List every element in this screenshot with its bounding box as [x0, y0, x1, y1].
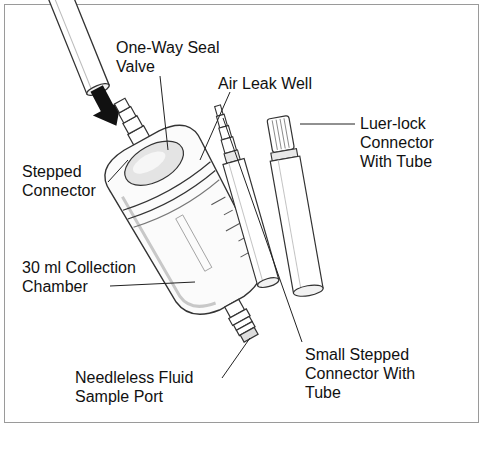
seal-valve — [117, 132, 190, 195]
part-label: Air Leak Well — [218, 74, 312, 93]
part-label: Needleless Fluid Sample Port — [75, 368, 215, 406]
leader-line — [222, 338, 250, 378]
leader-lines — [108, 76, 355, 378]
leader-line — [160, 76, 168, 150]
air-leak-well — [123, 162, 213, 215]
drain-tube — [43, 0, 111, 98]
part-label: Stepped Connector — [22, 162, 114, 200]
part-label: Small Stepped Connector With Tube — [305, 345, 433, 402]
part-label: Luer-lock Connector With Tube — [360, 114, 452, 171]
collection-device — [74, 76, 297, 364]
sample-port — [223, 298, 260, 343]
leader-line — [110, 282, 195, 286]
leader-line — [300, 124, 355, 125]
leader-line — [223, 118, 302, 342]
part-label: One-Way Seal Valve — [116, 38, 231, 76]
luer-lock-connector — [263, 115, 324, 298]
part-label: 30 ml Collection Chamber — [22, 258, 157, 296]
leader-line — [108, 160, 128, 182]
